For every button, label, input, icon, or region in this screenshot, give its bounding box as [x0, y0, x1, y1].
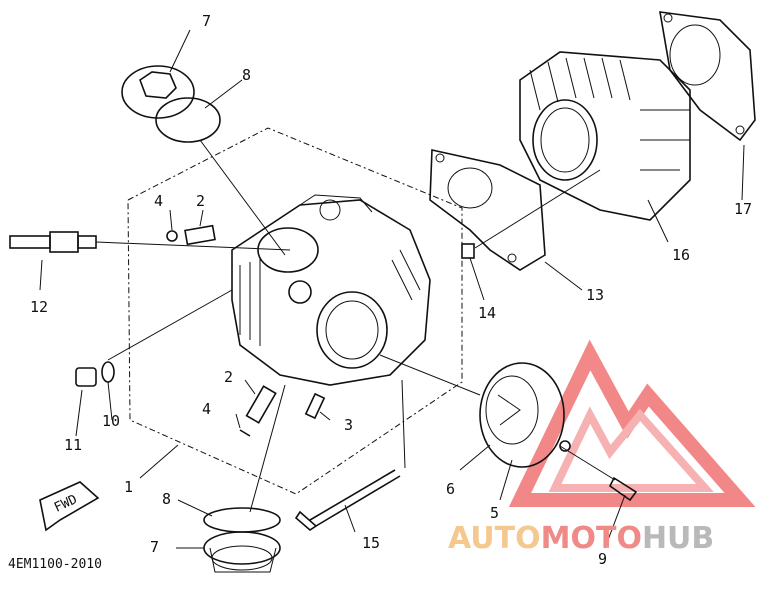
o-ring-bottom — [203, 507, 281, 533]
watermark-auto: AUTO — [448, 521, 541, 556]
callout-8-bottom: 8 — [162, 490, 171, 508]
spark-plug — [9, 231, 97, 253]
callout-13: 13 — [586, 286, 604, 304]
callout-2-top: 2 — [196, 192, 205, 210]
cover-bolt — [608, 476, 638, 502]
callout-2-lower: 2 — [224, 368, 233, 386]
stud-bolt-lower — [245, 385, 277, 424]
o-ring-top — [155, 97, 221, 143]
washer-top — [166, 230, 178, 242]
automotohub-logo-mark — [508, 339, 756, 507]
callout-6: 6 — [446, 480, 455, 498]
callout-5: 5 — [490, 504, 499, 522]
callout-11: 11 — [64, 436, 82, 454]
callout-7-bottom: 7 — [150, 538, 159, 556]
callout-15: 15 — [362, 534, 380, 552]
callout-1: 1 — [124, 478, 133, 496]
valve-cap-bottom — [203, 531, 281, 573]
callout-8-top: 8 — [242, 66, 251, 84]
head-assembly-boundary — [127, 127, 463, 495]
watermark-moto: MOTO — [541, 521, 642, 556]
fwd-label: FWD — [52, 492, 80, 516]
watermark-hub: HUB — [642, 521, 714, 556]
callout-3: 3 — [344, 416, 353, 434]
callout-16: 16 — [672, 246, 690, 264]
forward-arrow-icon: FWD — [39, 481, 100, 532]
leader-lines — [39, 29, 745, 549]
callout-4-lower: 4 — [202, 400, 211, 418]
callout-12: 12 — [30, 298, 48, 316]
callout-9: 9 — [598, 550, 607, 568]
callout-4-top: 4 — [154, 192, 163, 210]
drain-plug — [75, 367, 97, 387]
plug-washer — [101, 361, 115, 383]
callout-10: 10 — [102, 412, 120, 430]
callouts: 7 8 4 2 12 11 10 2 4 3 1 8 7 15 6 5 9 14… — [30, 12, 752, 568]
cylinder-block — [519, 51, 691, 221]
valve-cap-top — [121, 65, 195, 119]
watermark-text: AUTOMOTOHUB — [448, 521, 714, 556]
cylinder-base-gasket — [659, 11, 756, 142]
callout-7-top: 7 — [202, 12, 211, 30]
side-cover — [479, 362, 565, 468]
callout-17: 17 — [734, 200, 752, 218]
cylinder-head — [231, 194, 431, 386]
dowel-pin-3 — [304, 392, 326, 420]
callout-14: 14 — [478, 304, 496, 322]
stud-bolt-top — [184, 224, 216, 246]
reference-code: 4EM1100-2010 — [8, 557, 102, 572]
dowel-pin-lower — [239, 429, 251, 437]
cylinder-head-gasket — [429, 149, 546, 271]
dowel-pin-14 — [461, 243, 475, 259]
long-bolt — [294, 469, 401, 532]
